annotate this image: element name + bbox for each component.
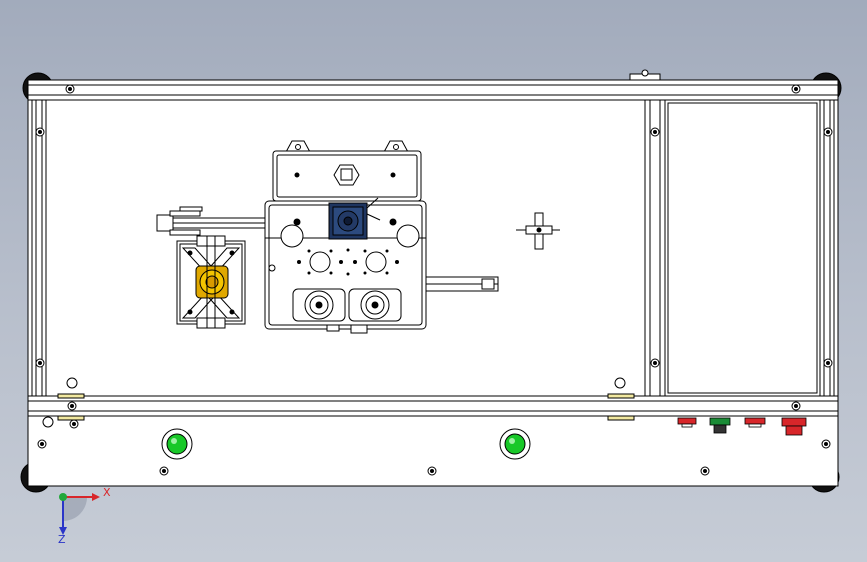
right-rail	[819, 99, 835, 397]
roller-right	[348, 288, 402, 322]
panel-switches	[677, 417, 807, 436]
x-axis-label: X	[103, 486, 111, 499]
red-switch-1[interactable]	[677, 417, 697, 428]
y-axis-dot	[59, 493, 67, 501]
z-axis-label: Z	[58, 533, 66, 546]
rail-brackets	[57, 393, 635, 421]
red-switch-2[interactable]	[744, 417, 766, 428]
clamp-assembly	[176, 235, 246, 329]
left-rail	[31, 99, 47, 397]
sensor-bracket	[516, 212, 560, 250]
yellow-cylinder	[195, 265, 229, 299]
mechanism-assembly	[156, 140, 499, 334]
x-axis-arrow	[92, 493, 100, 501]
middle-rail	[27, 395, 839, 417]
roller-left	[292, 288, 346, 322]
start-button-left[interactable]	[161, 428, 193, 460]
emergency-stop-button[interactable]	[781, 417, 807, 436]
cabinet-panel	[664, 99, 821, 397]
control-panel-bolts	[37, 416, 831, 476]
top-rail	[27, 79, 839, 101]
frame-bolts	[35, 84, 833, 411]
start-button-right[interactable]	[499, 428, 531, 460]
z-axis-arrow	[59, 527, 67, 535]
stepper-motor	[328, 197, 381, 240]
coordinate-triad: X Z	[58, 486, 111, 546]
green-switch[interactable]	[709, 417, 731, 434]
hex-nut	[333, 164, 360, 186]
top-latch	[629, 69, 661, 81]
divider-rail	[644, 99, 666, 397]
